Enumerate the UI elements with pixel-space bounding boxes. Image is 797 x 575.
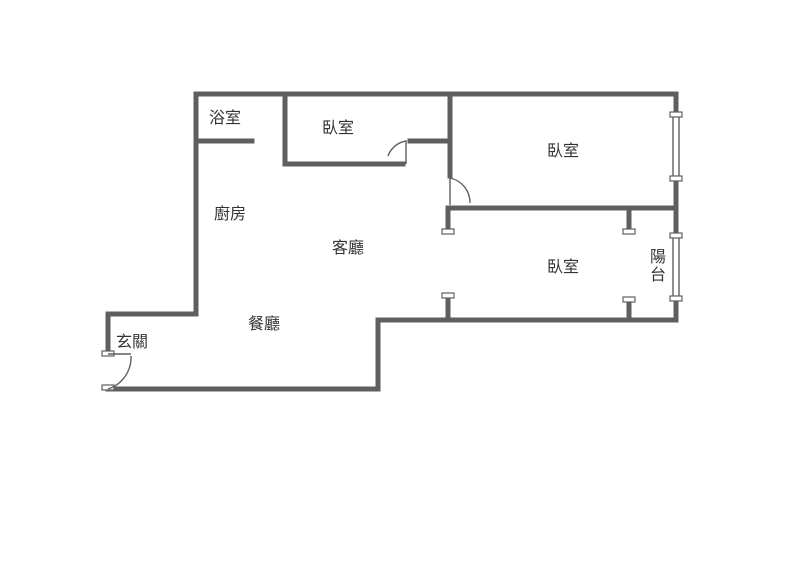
room-labels: 浴室 臥室 臥室 廚房 客廳 臥室 餐廳 玄關 陽 台	[116, 108, 666, 351]
room-label-kitchen: 廚房	[214, 204, 246, 223]
room-label-bathroom: 浴室	[209, 108, 241, 127]
room-label-bedroom-2: 臥室	[547, 141, 579, 160]
room-label-bedroom-3: 臥室	[547, 257, 579, 276]
living-door	[449, 177, 471, 205]
interior-walls	[197, 91, 679, 323]
east-window-lines	[672, 112, 680, 300]
entrance-door	[107, 353, 132, 390]
exterior-walls	[105, 91, 679, 392]
room-label-entrance: 玄關	[116, 332, 148, 351]
room-label-balcony-bottom: 台	[650, 265, 666, 284]
room-label-balcony-top: 陽	[650, 247, 666, 266]
door-swings	[107, 140, 471, 390]
room-label-living-room: 客廳	[332, 238, 364, 257]
wall-end-markers	[101, 111, 683, 391]
bedroom-1-door	[387, 140, 407, 164]
room-label-dining-room: 餐廳	[248, 314, 280, 333]
room-label-bedroom-1: 臥室	[322, 118, 354, 137]
